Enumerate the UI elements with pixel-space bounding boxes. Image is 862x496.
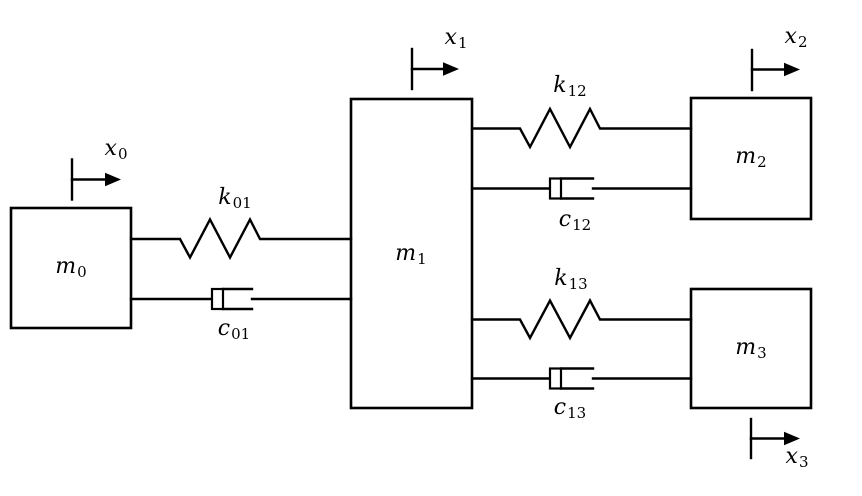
label-m2-base: m bbox=[735, 144, 757, 169]
label-c01: c01 bbox=[218, 318, 250, 342]
label-m2: m2 bbox=[735, 146, 766, 170]
label-x1: x1 bbox=[445, 27, 468, 51]
label-x3-base: x bbox=[785, 444, 798, 469]
label-k01-base: k bbox=[218, 185, 232, 210]
label-m2-sub: 2 bbox=[757, 153, 767, 171]
label-m0-sub: 0 bbox=[77, 263, 87, 281]
label-c12-base: c bbox=[558, 207, 572, 232]
x0-arrowhead bbox=[105, 172, 121, 187]
label-k12-sub: 12 bbox=[567, 82, 587, 100]
label-k13-base: k bbox=[554, 266, 568, 291]
label-x1-base: x bbox=[444, 25, 457, 50]
x1-arrowhead bbox=[443, 62, 459, 76]
mass-m1-box bbox=[349, 97, 474, 410]
damper-c12-piston bbox=[548, 177, 563, 200]
label-x1-sub: 1 bbox=[457, 34, 468, 52]
label-x3-sub: 3 bbox=[798, 453, 809, 471]
spring-k01 bbox=[129, 216, 353, 261]
label-k12-base: k bbox=[553, 73, 567, 98]
label-m3-base: m bbox=[735, 335, 757, 360]
label-x2: x2 bbox=[785, 26, 808, 50]
label-x0: x0 bbox=[105, 138, 128, 162]
x2-arrowhead bbox=[784, 62, 800, 77]
coord-arrow-x1 bbox=[410, 47, 459, 91]
label-x3: x3 bbox=[786, 446, 809, 470]
label-k01-sub: 01 bbox=[232, 194, 252, 212]
label-m1: m1 bbox=[395, 243, 426, 267]
spring-k12 bbox=[470, 106, 693, 150]
label-k12: k12 bbox=[553, 75, 586, 99]
label-c01-base: c bbox=[217, 316, 231, 341]
damper-c12 bbox=[470, 177, 693, 200]
label-m0: m0 bbox=[55, 256, 86, 280]
label-m1-base: m bbox=[395, 241, 417, 266]
label-x0-base: x bbox=[104, 136, 117, 161]
label-c13-base: c bbox=[553, 395, 567, 420]
label-m1-sub: 1 bbox=[417, 250, 427, 268]
label-x2-base: x bbox=[784, 24, 797, 49]
label-c13-sub: 13 bbox=[567, 404, 587, 422]
label-k01: k01 bbox=[218, 187, 251, 211]
mass-m0-box bbox=[9, 206, 133, 330]
coord-arrow-x0 bbox=[70, 158, 121, 201]
mass-m3-box bbox=[689, 287, 813, 410]
label-c13: c13 bbox=[554, 397, 586, 421]
damper-c01 bbox=[129, 287, 353, 311]
coord-arrow-x3 bbox=[749, 417, 800, 460]
damper-c13-piston bbox=[548, 367, 563, 390]
damper-c01-piston bbox=[210, 287, 225, 311]
label-x2-sub: 2 bbox=[797, 33, 808, 51]
label-m3-sub: 3 bbox=[757, 344, 767, 362]
spring-k13 bbox=[470, 297, 693, 341]
label-c12: c12 bbox=[559, 209, 591, 233]
label-m0-base: m bbox=[55, 254, 77, 279]
x3-arrowhead bbox=[784, 431, 800, 446]
label-k13-sub: 13 bbox=[568, 275, 588, 293]
label-k13: k13 bbox=[554, 268, 587, 292]
coord-arrow-x2 bbox=[750, 48, 800, 92]
label-x0-sub: 0 bbox=[117, 145, 128, 163]
damper-c13 bbox=[470, 367, 693, 390]
label-c01-sub: 01 bbox=[231, 325, 251, 343]
label-c12-sub: 12 bbox=[572, 216, 592, 234]
label-m3: m3 bbox=[735, 337, 766, 361]
mass-m2-box bbox=[689, 96, 813, 221]
